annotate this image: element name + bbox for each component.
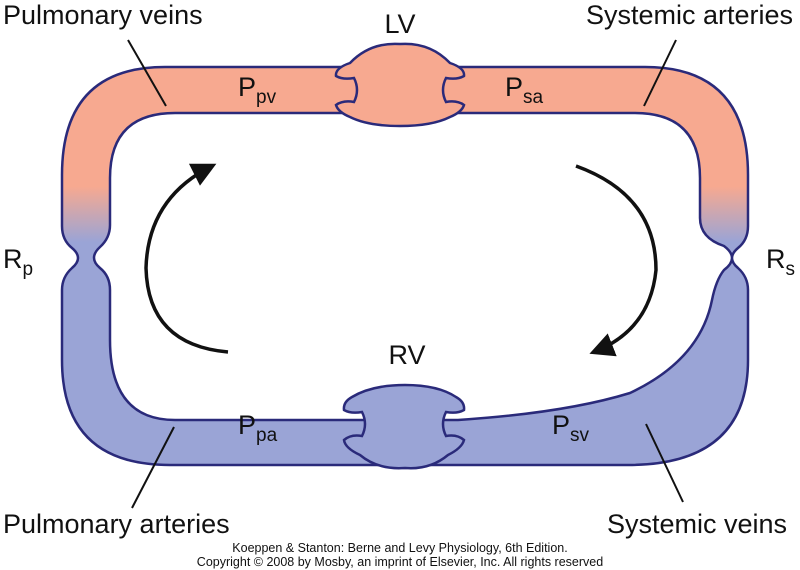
ppa-label: Ppa	[238, 410, 278, 446]
rs-label: Rs	[766, 244, 795, 280]
ppv-label: Ppv	[238, 72, 277, 108]
pulmonary-arteries-leader	[131, 426, 175, 509]
rv-label: RV	[388, 340, 425, 370]
psa-label: Psa	[505, 72, 544, 108]
vessel-loop	[60, 65, 750, 467]
systemic-veins-label: Systemic veins	[607, 509, 787, 539]
pulmonary-veins-label: Pulmonary veins	[3, 0, 203, 30]
copyright-notice: Koeppen & Stanton: Berne and Levy Physio…	[0, 541, 800, 569]
pulmonary-flow-arrow	[144, 163, 229, 354]
systemic-arteries-leader	[643, 39, 677, 107]
lv-label: LV	[384, 9, 415, 39]
pulmonary-veins-leader	[127, 39, 167, 107]
rp-label: Rp	[3, 244, 33, 280]
systemic-veins-leader	[645, 423, 684, 503]
credit-line-2: Copyright © 2008 by Mosby, an imprint of…	[196, 555, 604, 569]
systemic-flow-arrow	[575, 164, 658, 357]
pulmonary-arteries-label: Pulmonary arteries	[3, 509, 230, 539]
right-ventricle	[342, 383, 466, 470]
left-ventricle	[334, 42, 466, 128]
psv-label: Psv	[552, 410, 590, 446]
credit-line-1: Koeppen & Stanton: Berne and Levy Physio…	[232, 541, 568, 555]
systemic-arteries-label: Systemic arteries	[586, 0, 793, 30]
